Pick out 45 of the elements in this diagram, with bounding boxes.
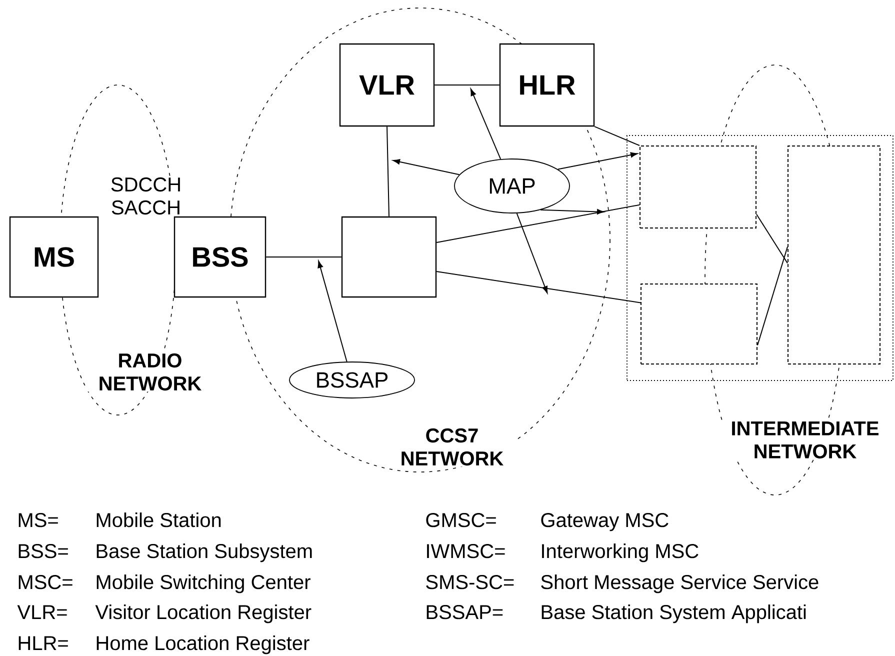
empty-box [788,146,880,364]
legend-abbreviation: BSSAP= [426,605,503,620]
legend-description: Home Location Register [96,636,310,654]
entity-box: MS [9,216,99,298]
connector-line [436,204,640,243]
connector-line [756,214,788,264]
legend-abbreviation: IWMSC= [427,544,505,558]
connector-line [266,256,342,258]
network-label: RADIO NETWORK [86,352,214,392]
connector-line [434,84,500,86]
legend-abbreviation: SMS-SC= [426,575,514,590]
empty-box [640,146,756,228]
legend-description: Visitor Location Register [95,604,312,624]
connector-line [436,271,641,304]
legend-description: Mobile Station [96,512,221,528]
legend-abbreviation: BSS= [18,544,68,558]
legend-description: Interworking MSC [542,544,698,562]
arrow [318,260,348,362]
legend-description: Base Station System Applicati [542,604,806,624]
legend-description: Mobile Switching Center [96,574,310,594]
arrow [470,88,502,160]
legend-abbreviation: MS= [18,513,58,528]
network-frame [626,135,894,381]
connector-line [757,246,788,346]
legend-description: Base Station Subsystem [96,544,312,562]
legend-abbreviation: HLR= [18,636,68,650]
entity-box: HLR [499,43,595,127]
empty-box [341,216,437,298]
connector-line [386,126,390,217]
entity-box: VLR [339,43,435,127]
empty-box [640,284,758,364]
arrow [392,159,460,176]
legend-abbreviation: GMSC= [426,513,496,528]
legend-abbreviation: VLR= [17,605,67,619]
legend-description: Short Message Service Service [541,574,818,594]
arrow [516,212,548,294]
arrow [540,209,604,214]
connector-line [594,126,640,146]
entity-box: BSS [174,216,266,298]
channel-label: SDCCH SACCH [102,176,190,216]
arrow [557,152,638,170]
legend-description: Gateway MSC [541,513,668,532]
network-label: INTERMEDIATE NETWORK [718,420,892,460]
legend-abbreviation: MSC= [18,575,72,590]
network-label: CCS7 NETWORK [388,427,516,467]
